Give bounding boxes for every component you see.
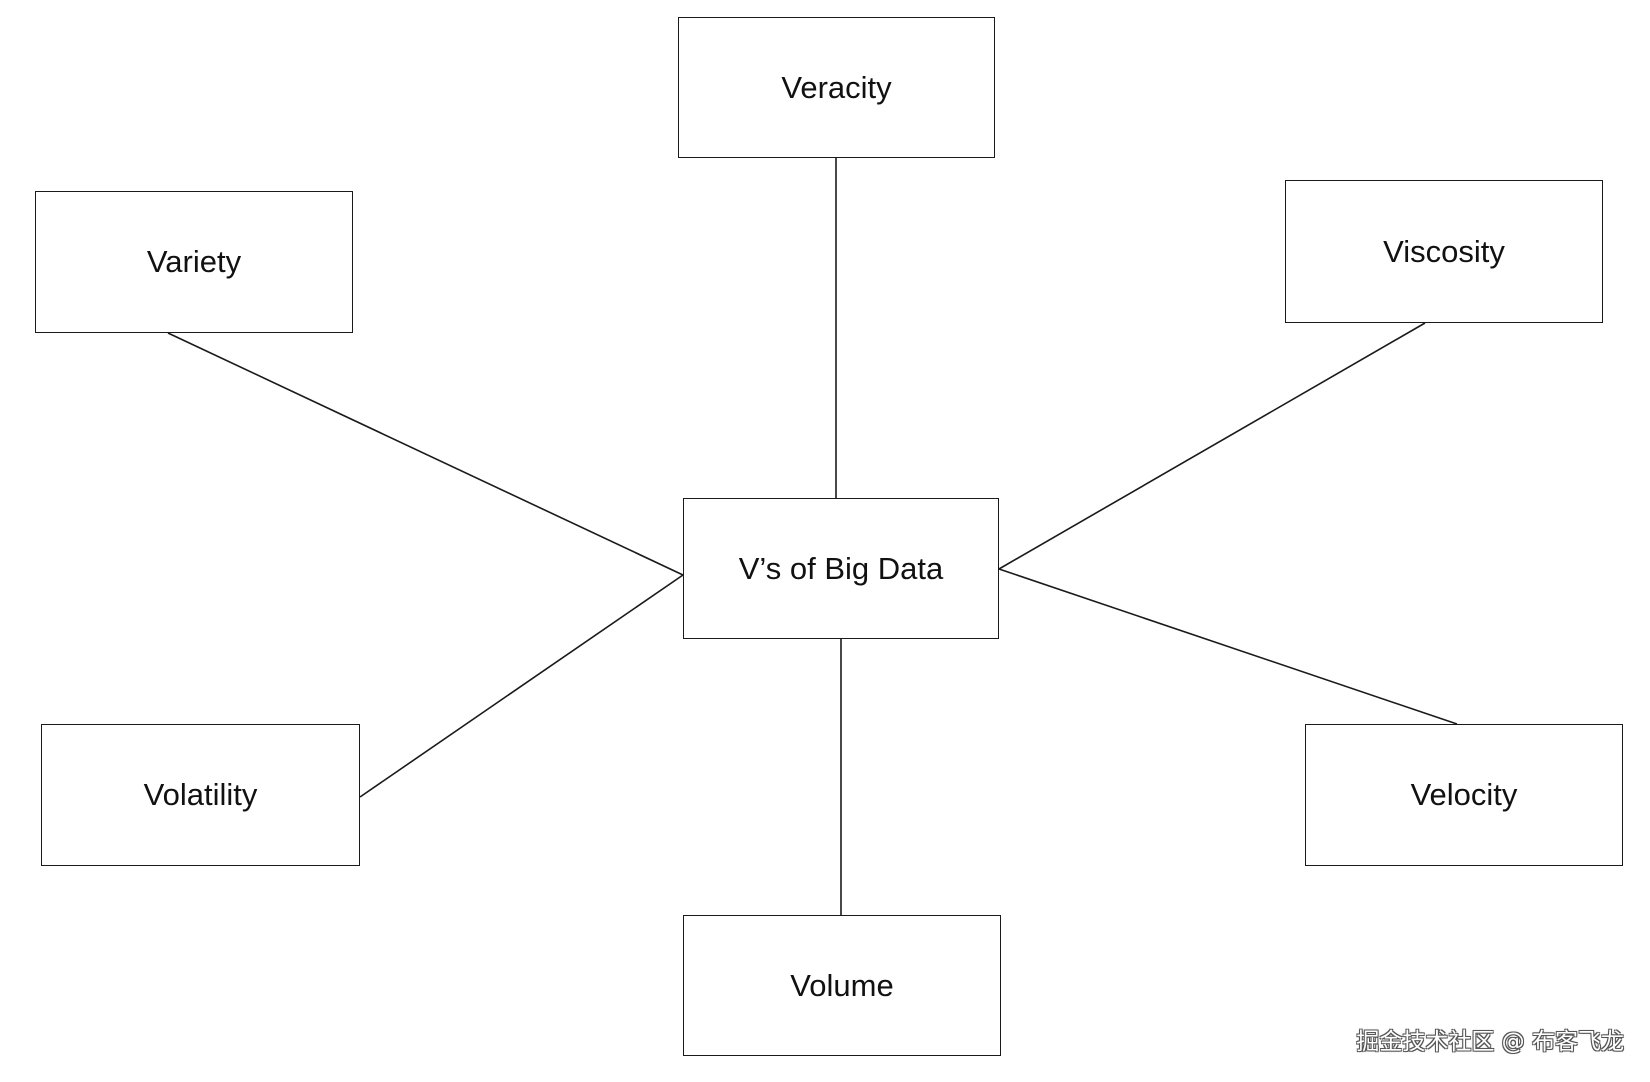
velocity-label: Velocity (1410, 777, 1518, 812)
variety-label: Variety (146, 244, 242, 279)
center-node: V’s of Big Data (683, 498, 999, 639)
velocity-node: Velocity (1305, 724, 1623, 866)
viscosity-label: Viscosity (1383, 233, 1505, 269)
connector-center-variety (167, 332, 684, 576)
viscosity-node: Viscosity (1285, 180, 1603, 323)
volatility-node: Volatility (41, 724, 360, 866)
connector-center-viscosity (998, 322, 1426, 570)
veracity-label: Veracity (781, 69, 892, 105)
volume-node: Volume (683, 915, 1001, 1056)
volatility-label: Volatility (143, 777, 258, 812)
volume-label: Volume (790, 967, 894, 1003)
connector-center-volatility (359, 574, 684, 798)
veracity-node: Veracity (678, 17, 995, 158)
center-node-label: V’s of Big Data (738, 550, 944, 586)
variety-node: Variety (35, 191, 353, 333)
watermark: 掘金技术社区 @ 布客飞龙 (1356, 1029, 1624, 1055)
connector-center-velocity (998, 568, 1458, 725)
